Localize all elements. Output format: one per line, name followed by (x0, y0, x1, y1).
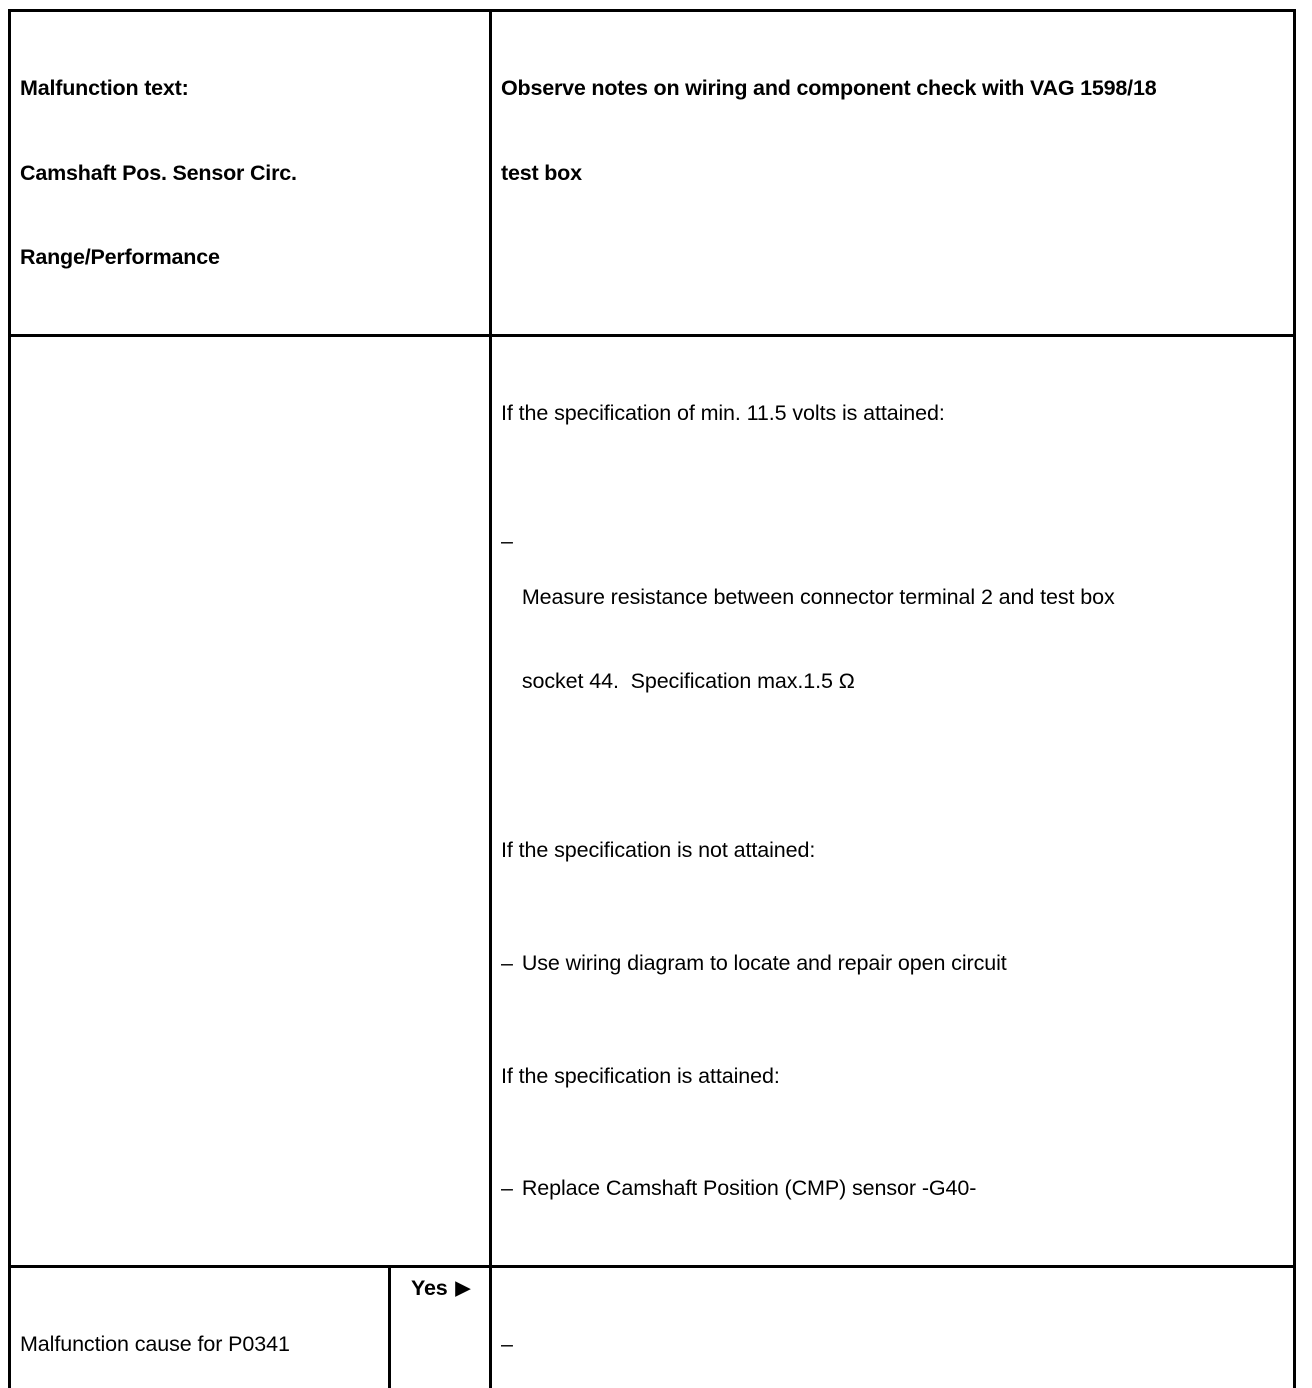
table-row-question-1: Malfunction cause for P0341 found: No ▼ … (8, 1264, 1296, 1388)
question-1-action-item: – After repairing malfunction, clear DTC… (501, 1330, 1285, 1388)
dash-bullet-icon: – (501, 1332, 513, 1357)
document-page: Malfunction text: Camshaft Pos. Sensor C… (8, 9, 1296, 1388)
question-1-yes-label: Yes (411, 1275, 448, 1300)
table-row-specification: If the specification of min. 11.5 volts … (8, 333, 1296, 1268)
diagnostic-table: Malfunction text: Camshaft Pos. Sensor C… (8, 9, 1296, 1388)
spec-step-3: – Replace Camshaft Position (CMP) sensor… (501, 1174, 1285, 1202)
cell-malfunction-text: Malfunction text: Camshaft Pos. Sensor C… (8, 9, 492, 337)
observe-notes-line-1: Observe notes on wiring and component ch… (501, 76, 1157, 101)
spec-step-1-line-2: socket 44. Specification max.1.5 Ω (521, 669, 855, 694)
dash-bullet-icon: – (501, 528, 513, 553)
spec-step-1: – Measure resistance between connector t… (501, 527, 1285, 752)
spec-step-2: – Use wiring diagram to locate and repai… (501, 949, 1285, 977)
malfunction-text-line-2: Camshaft Pos. Sensor Circ. (20, 160, 297, 185)
spec-step-2-text: Use wiring diagram to locate and repair … (521, 951, 1007, 975)
spec-condition-attained: If the specification is attained: (501, 1063, 780, 1088)
malfunction-text-label: Malfunction text: (20, 76, 189, 101)
cell-specification-steps: If the specification of min. 11.5 volts … (489, 333, 1296, 1268)
malfunction-text-line-3: Range/Performance (20, 245, 220, 270)
spec-condition-not-attained: If the specification is not attained: (501, 838, 816, 863)
table-row-header: Malfunction text: Camshaft Pos. Sensor C… (8, 9, 1296, 337)
arrow-right-icon: ▶ (455, 1278, 471, 1300)
question-1-action-line-1: After repairing malfunction, clear DTC m… (522, 1386, 1285, 1388)
spec-step-1-line-1: Measure resistance between connector ter… (521, 584, 1115, 609)
observe-notes-line-2: test box (501, 160, 582, 185)
cell-observe-notes: Observe notes on wiring and component ch… (489, 9, 1296, 337)
cell-question-1-prompt[interactable]: Malfunction cause for P0341 found: No ▼ (8, 1264, 391, 1388)
cell-question-1-action: – After repairing malfunction, clear DTC… (489, 1264, 1296, 1388)
cell-question-1-yes[interactable]: Yes ▶ (388, 1264, 492, 1388)
spec-intro-condition: If the specification of min. 11.5 volts … (501, 401, 945, 426)
dash-bullet-icon: – (501, 951, 513, 975)
question-1-line-1: Malfunction cause for P0341 (20, 1332, 290, 1357)
spec-step-3-text: Replace Camshaft Position (CMP) sensor -… (521, 1176, 977, 1201)
dash-bullet-icon: – (501, 1176, 513, 1201)
cell-empty-left (8, 333, 492, 1268)
